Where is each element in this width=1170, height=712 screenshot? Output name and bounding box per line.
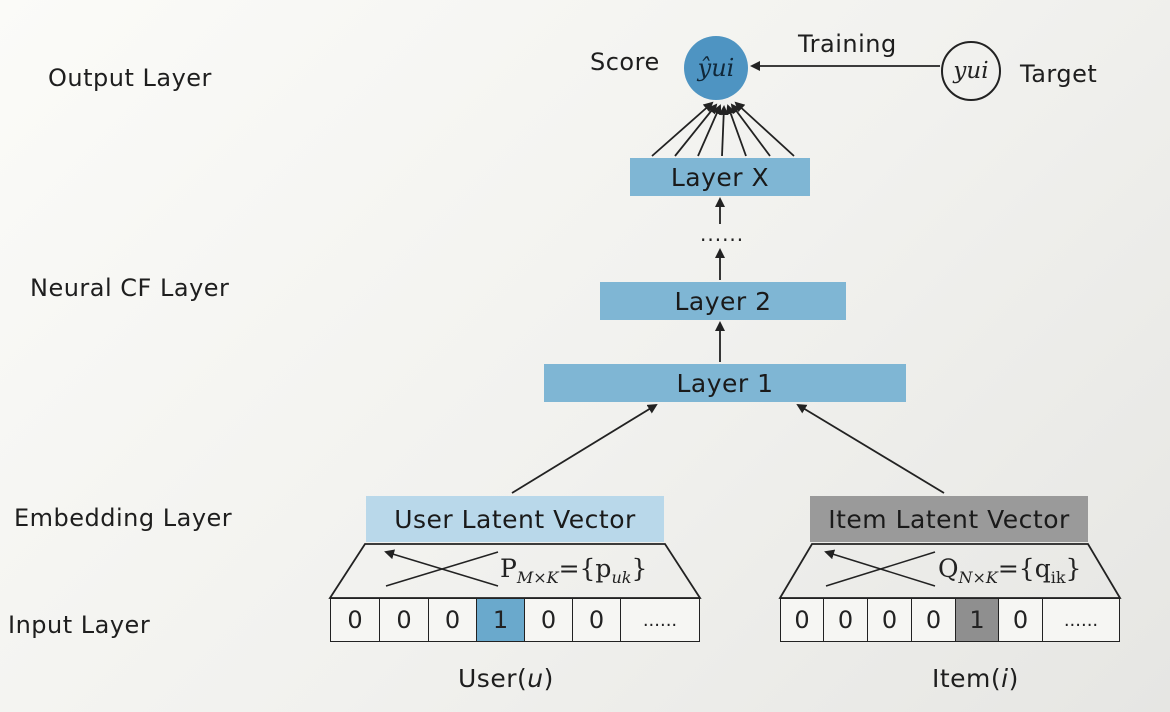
item-matrix-close: } (1065, 554, 1082, 583)
user-cell: 0 (331, 599, 380, 641)
user-latent-vector-label: User Latent Vector (394, 504, 636, 534)
layer-x-label: Layer X (670, 162, 770, 192)
item-caption-suffix: ) (1008, 664, 1019, 693)
item-caption-prefix: Item( (932, 664, 1002, 693)
score-symbol: ŷui (697, 54, 735, 82)
layer-dots: ...... (700, 222, 745, 246)
user-cell: 0 (380, 599, 429, 641)
user-latent-vector-box: User Latent Vector (366, 496, 664, 542)
item-matrix-set-sub: ik (1050, 568, 1066, 587)
user-matrix-sub: M×K (516, 568, 559, 587)
layer-2-label: Layer 2 (674, 286, 772, 316)
item-embed-to-layer1-arrow (796, 403, 945, 494)
fan-arrow-2 (674, 103, 718, 157)
user-matrix-name: P (500, 554, 517, 583)
item-latent-vector-label: Item Latent Vector (828, 504, 1070, 534)
layer-x-box: Layer X (630, 158, 810, 196)
item-cell: 0 (824, 599, 868, 641)
item-cell: 0 (999, 599, 1043, 641)
item-cell: 0 (781, 599, 824, 641)
layer-2-box: Layer 2 (600, 282, 846, 320)
item-caption-var: i (1001, 664, 1009, 693)
fan-arrow-6 (730, 103, 771, 157)
input-layer-label: Input Layer (8, 611, 151, 639)
fan-arrow-3 (697, 104, 722, 157)
item-matrix-formula: QN×K={qik} (938, 554, 1081, 587)
item-cross-line-b (825, 551, 936, 587)
user-caption-prefix: User( (458, 664, 528, 693)
fan-arrow-5 (726, 104, 747, 157)
score-node: ŷui (684, 36, 748, 100)
item-cell: 0 (868, 599, 912, 641)
fan-arrow-1 (651, 101, 714, 157)
item-embedding-trapezoid (778, 543, 1122, 599)
score-label: Score (590, 48, 660, 76)
user-cell: 0 (525, 599, 573, 641)
item-matrix-name: Q (938, 554, 959, 583)
layer-1-box: Layer 1 (544, 364, 906, 402)
neural-cf-layer-label: Neural CF Layer (30, 274, 230, 302)
item-cell: 0 (912, 599, 956, 641)
user-onehot-vector: 0 0 0 1 0 0 ...... (330, 598, 700, 642)
user-embedding-trapezoid (328, 543, 702, 599)
output-layer-label: Output Layer (48, 64, 212, 92)
user-matrix-formula: PM×K={puk} (500, 554, 647, 587)
user-cell-active: 1 (477, 599, 525, 641)
user-caption: User(u) (458, 664, 554, 693)
user-matrix-set-sub: uk (611, 568, 632, 587)
user-caption-suffix: ) (543, 664, 554, 693)
training-label: Training (798, 30, 897, 58)
fan-arrow-4 (718, 105, 729, 157)
target-symbol: yui (953, 58, 989, 84)
target-label: Target (1020, 60, 1098, 88)
item-cell-active: 1 (956, 599, 999, 641)
user-cell: 0 (429, 599, 477, 641)
embedding-layer-label: Embedding Layer (14, 504, 233, 532)
item-caption: Item(i) (932, 664, 1019, 693)
target-node: yui (941, 41, 1001, 101)
user-embed-to-layer1-arrow (511, 403, 658, 494)
user-matrix-close: } (631, 554, 648, 583)
item-matrix-set: ={q (997, 554, 1051, 583)
user-cell-ellipsis: ...... (642, 609, 678, 631)
fan-arrow-7 (734, 101, 795, 157)
user-cross-line-b (385, 551, 499, 587)
user-matrix-set: ={p (558, 554, 612, 583)
layer-1-label: Layer 1 (676, 368, 774, 398)
item-matrix-sub: N×K (958, 568, 998, 587)
item-cell-ellipsis: ...... (1063, 609, 1099, 631)
item-onehot-vector: 0 0 0 0 1 0 ...... (780, 598, 1120, 642)
item-latent-vector-box: Item Latent Vector (810, 496, 1088, 542)
user-caption-var: u (527, 664, 544, 693)
user-cell: 0 (573, 599, 621, 641)
